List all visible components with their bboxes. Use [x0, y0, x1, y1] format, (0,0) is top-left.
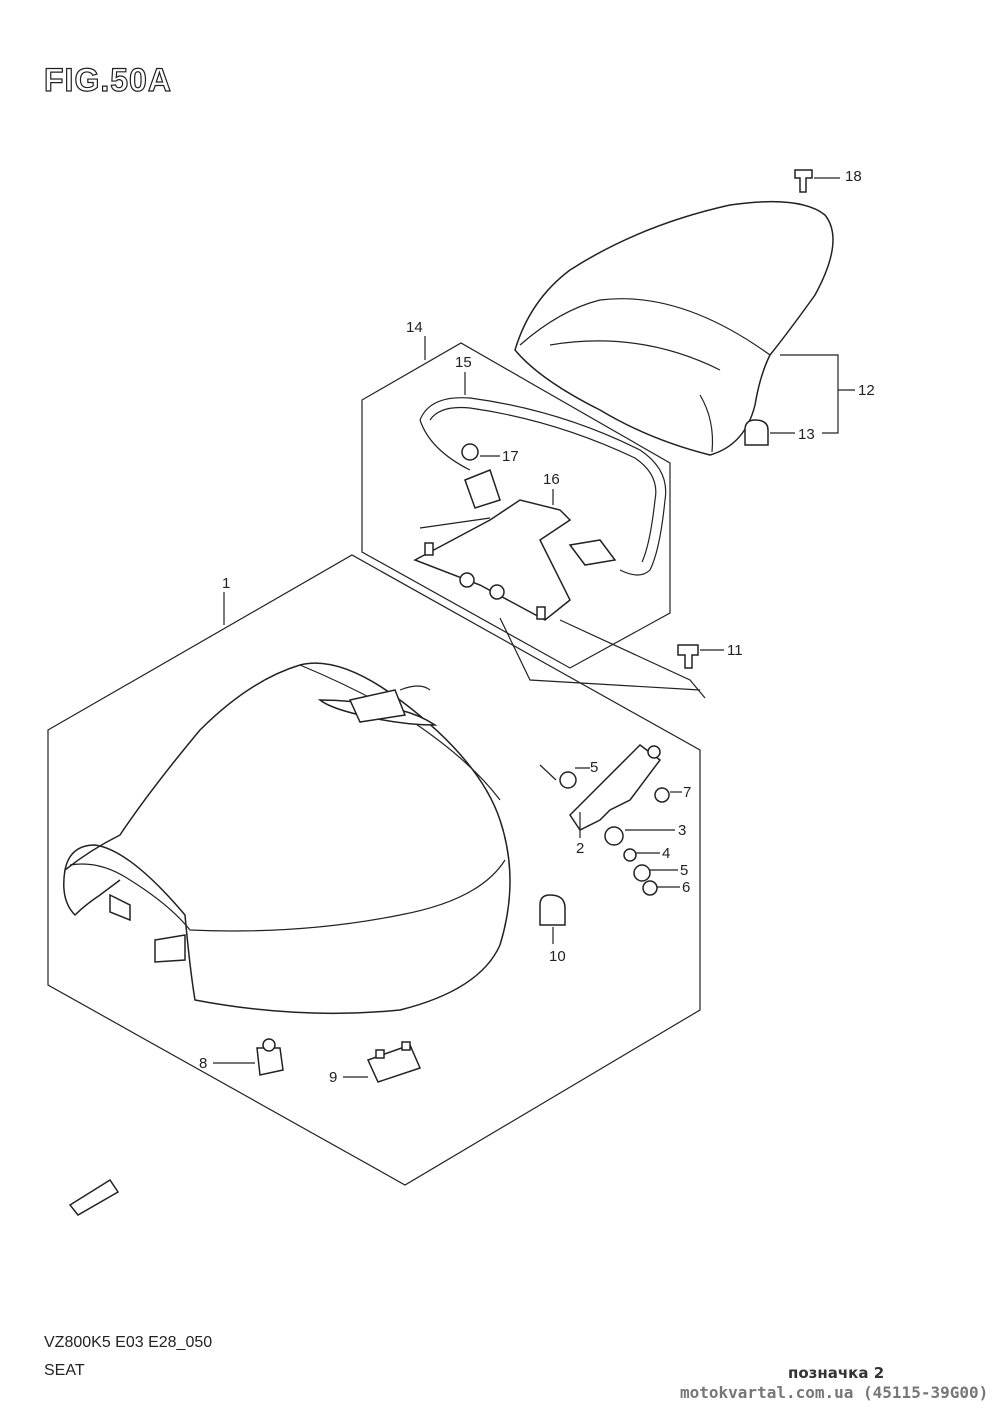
callout-7: 7 — [683, 784, 691, 801]
callout-17: 17 — [502, 448, 519, 465]
callout-10: 10 — [549, 948, 566, 965]
section-name: SEAT — [44, 1362, 85, 1379]
callout-1: 1 — [222, 575, 230, 592]
callout-6: 6 — [682, 879, 690, 896]
rear-bracket-group-frame — [361, 342, 671, 669]
model-code: VZ800K5 E03 E28_050 — [44, 1334, 213, 1351]
figure-title: FIG.50A — [43, 61, 172, 98]
front-arrow-icon — [68, 1178, 120, 1216]
callout-3: 3 — [678, 822, 686, 839]
callout-11: 11 — [727, 642, 743, 659]
leader-lines — [213, 177, 855, 1078]
callout-2: 2 — [576, 840, 584, 857]
callout-12: 12 — [858, 382, 875, 399]
rear-seat — [514, 200, 834, 456]
callout-5a: 5 — [590, 759, 598, 776]
front-seat-group-frame — [47, 554, 701, 1186]
callout-13: 13 — [798, 426, 815, 443]
mark-label: позначка 2 — [788, 1364, 885, 1382]
callout-8: 8 — [199, 1055, 207, 1072]
callout-16: 16 — [543, 471, 560, 488]
callout-5b: 5 — [680, 862, 688, 879]
rear-seat-bracket — [413, 397, 706, 699]
small-parts — [68, 169, 813, 1216]
callout-4: 4 — [662, 845, 670, 862]
watermark: motokvartal.com.ua (45115-39G00) — [680, 1383, 989, 1402]
callout-14: 14 — [406, 319, 423, 336]
front-seat — [63, 662, 511, 1015]
callout-15: 15 — [455, 354, 472, 371]
callout-18: 18 — [845, 168, 862, 185]
callout-9: 9 — [329, 1069, 337, 1086]
